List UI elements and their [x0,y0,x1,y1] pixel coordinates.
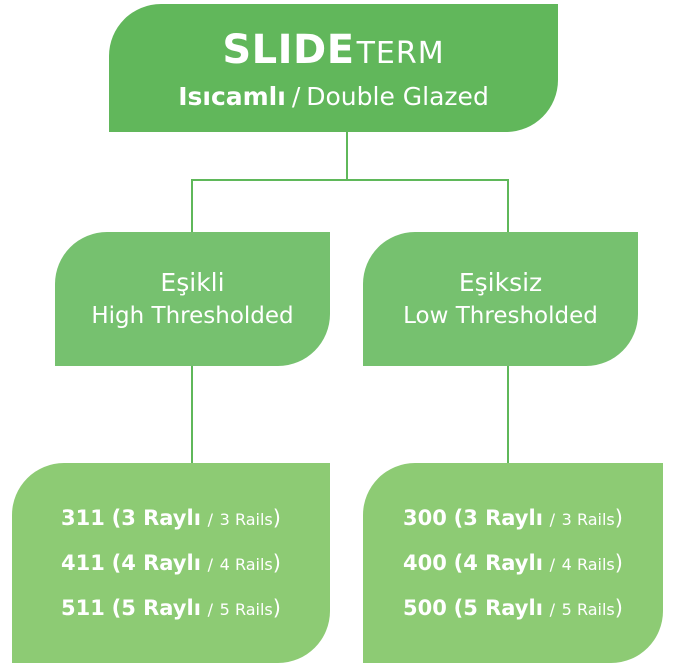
model-separator: / [207,554,213,574]
right-branch-connector [507,179,509,233]
model-code: 411 [61,550,105,575]
model-code: 300 [403,505,447,530]
model-open-paren: ( [111,550,122,575]
category-subtitle: Low Thresholded [403,303,598,329]
models-node-low-threshold: 300 (3 Raylı / 3 Rails) 400 (4 Raylı / 4… [363,463,663,663]
root-subtitle: Isıcamlı/Double Glazed [178,84,489,109]
model-separator: / [549,554,555,574]
model-rails-en: 5 Rails [219,599,273,619]
category-subtitle: High Thresholded [91,303,294,329]
root-node: SLIDE TERM Isıcamlı/Double Glazed [109,4,558,132]
left-branch-connector [191,179,193,233]
model-code: 400 [403,550,447,575]
right-mid-to-bottom-connector [507,366,509,464]
model-item: 511 (5 Raylı / 5 Rails) [61,595,281,620]
model-rails-tr: 5 Raylı [121,595,201,620]
model-rails-en: 3 Rails [561,509,615,529]
model-close-paren: ) [272,595,281,620]
model-open-paren: ( [111,505,122,530]
model-separator: / [549,599,555,619]
category-title: Eşiksiz [458,268,543,297]
model-separator: / [207,599,213,619]
model-rails-tr: 4 Raylı [463,550,543,575]
model-close-paren: ) [272,550,281,575]
model-item: 411 (4 Raylı / 4 Rails) [61,550,281,575]
model-close-paren: ) [614,550,623,575]
model-close-paren: ) [614,505,623,530]
root-subtitle-en: Double Glazed [306,81,489,111]
model-code: 500 [403,595,447,620]
model-rails-en: 5 Rails [561,599,615,619]
model-rails-en: 4 Rails [219,554,273,574]
branch-horizontal-connector [191,179,509,181]
model-item: 400 (4 Raylı / 4 Rails) [403,550,623,575]
model-separator: / [207,509,213,529]
brand-logo: SLIDE TERM [222,30,444,70]
category-node-high-threshold: Eşikli High Thresholded [55,232,330,366]
category-node-low-threshold: Eşiksiz Low Thresholded [363,232,638,366]
model-open-paren: ( [111,595,122,620]
model-separator: / [549,509,555,529]
model-item: 311 (3 Raylı / 3 Rails) [61,505,281,530]
left-mid-to-bottom-connector [191,366,193,464]
root-subtitle-tr: Isıcamlı [178,81,286,111]
model-open-paren: ( [453,595,464,620]
root-stem-connector [346,132,348,180]
model-code: 311 [61,505,105,530]
category-title: Eşikli [160,268,225,297]
model-rails-tr: 5 Raylı [463,595,543,620]
model-rails-en: 4 Rails [561,554,615,574]
model-close-paren: ) [272,505,281,530]
root-subtitle-separator: / [291,81,301,111]
model-item: 500 (5 Raylı / 5 Rails) [403,595,623,620]
model-code: 511 [61,595,105,620]
brand-name-light: TERM [356,35,445,71]
model-open-paren: ( [453,505,464,530]
model-close-paren: ) [614,595,623,620]
models-node-high-threshold: 311 (3 Raylı / 3 Rails) 411 (4 Raylı / 4… [12,463,330,663]
model-item: 300 (3 Raylı / 3 Rails) [403,505,623,530]
model-rails-tr: 3 Raylı [463,505,543,530]
model-rails-tr: 4 Raylı [121,550,201,575]
model-open-paren: ( [453,550,464,575]
model-rails-en: 3 Rails [219,509,273,529]
model-rails-tr: 3 Raylı [121,505,201,530]
brand-name-bold: SLIDE [222,26,355,73]
